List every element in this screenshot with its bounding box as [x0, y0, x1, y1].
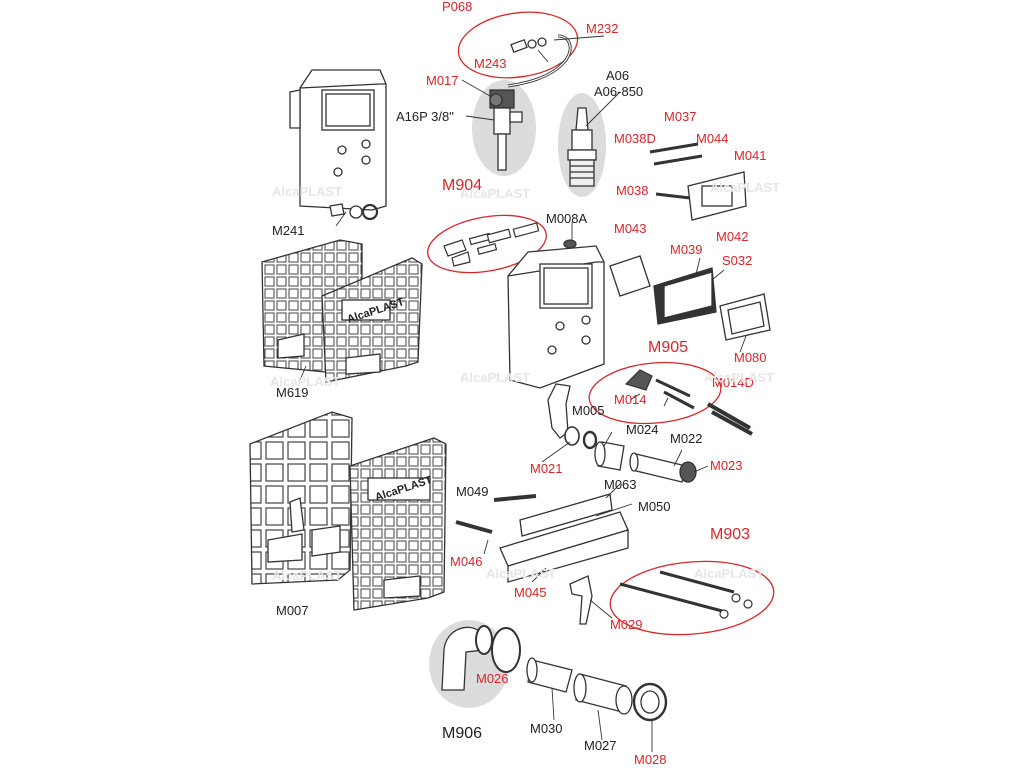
- watermark: AlcaPLAST: [272, 184, 343, 199]
- label-m028: M028: [634, 752, 667, 767]
- label-m041: M041: [734, 148, 767, 163]
- part-m906-bend: [441, 625, 521, 691]
- part-m045-bracket: [455, 493, 629, 583]
- watermark: AlcaPLAST: [694, 566, 765, 581]
- part-m080-frame: [719, 293, 771, 341]
- label-m619: M619: [276, 385, 309, 400]
- label-m029: M029: [610, 617, 643, 632]
- label-m241: M241: [272, 223, 305, 238]
- label-s032: S032: [722, 253, 753, 268]
- part-main-cistern: [507, 239, 605, 439]
- label-m007: M007: [276, 603, 309, 618]
- label-m050: M050: [638, 499, 671, 514]
- part-m024-pipe: [594, 441, 625, 471]
- label-m014: M014: [614, 392, 647, 407]
- label-m021: M021: [530, 461, 563, 476]
- label-m903: M903: [710, 526, 751, 543]
- part-m028-ring: [632, 682, 668, 722]
- watermark: AlcaPLAST: [486, 566, 557, 581]
- label-m043: M043: [614, 221, 647, 236]
- part-m007-frame: [249, 411, 447, 611]
- label-m027: M027: [584, 738, 617, 753]
- part-m905-kit: [624, 369, 753, 436]
- label-m022: M022: [670, 431, 703, 446]
- label-m038: M038: [616, 183, 649, 198]
- label-m042: M042: [716, 229, 749, 244]
- label-m243: M243: [474, 56, 507, 71]
- label-m023: M023: [710, 458, 743, 473]
- watermark: AlcaPLAST: [710, 180, 781, 195]
- label-m232: M232: [586, 21, 619, 36]
- watermark: AlcaPLAST: [270, 374, 341, 389]
- label-m026: M026: [476, 671, 509, 686]
- watermark: AlcaPLAST: [460, 370, 531, 385]
- label-m014d: M014D: [712, 375, 754, 390]
- group-ellipse-m903: [609, 560, 775, 636]
- part-m021-ring: [564, 426, 598, 450]
- part-m241-cistern: [289, 69, 387, 221]
- label-a06-850: A06-850: [594, 84, 644, 99]
- group-ellipse-m904: [427, 214, 547, 274]
- label-p068: P068: [442, 0, 473, 14]
- watermark: AlcaPLAST: [704, 370, 775, 385]
- label-a16p: A16P 3/8": [396, 109, 454, 124]
- label-m904: M904: [442, 177, 483, 194]
- watermark: AlcaPLAST: [460, 186, 531, 201]
- part-m027-pipe: [573, 673, 633, 715]
- label-m038d: M038D: [614, 131, 656, 146]
- watermark: AlcaPLAST: [272, 568, 343, 583]
- part-m904-kit: [443, 222, 540, 267]
- label-m017: M017: [426, 73, 459, 88]
- label-m049: M049: [456, 484, 489, 499]
- label-m037: M037: [664, 109, 697, 124]
- part-m039-box: [653, 267, 717, 325]
- label-m046: M046: [450, 554, 483, 569]
- label-m905: M905: [648, 339, 689, 356]
- label-m005: M005: [572, 403, 605, 418]
- leader-lines: [299, 35, 747, 752]
- label-m080: M080: [734, 350, 767, 365]
- part-a16p-valve: [489, 89, 523, 171]
- label-m045: M045: [514, 585, 547, 600]
- label-m008a: M008A: [546, 211, 588, 226]
- label-m906: M906: [442, 725, 483, 742]
- label-a06: A06: [606, 68, 630, 83]
- part-m619-frame: [261, 239, 423, 383]
- part-m043-plate: [609, 255, 651, 297]
- label-m044: M044: [696, 131, 729, 146]
- part-m030-pipe: [526, 657, 573, 693]
- part-m029-clip: [569, 575, 593, 625]
- label-m024: M024: [626, 422, 659, 437]
- label-m030: M030: [530, 721, 563, 736]
- part-m037-plate: [649, 142, 747, 221]
- part-p068-hose: [507, 34, 572, 88]
- label-m039: M039: [670, 242, 703, 257]
- part-m903-kit: [619, 570, 753, 619]
- label-m063: M063: [604, 477, 637, 492]
- part-m022-pipe: [629, 452, 697, 483]
- group-ellipse-p068: [457, 11, 579, 79]
- group-ellipse-m905: [588, 361, 722, 425]
- part-a06-valve: [567, 107, 597, 187]
